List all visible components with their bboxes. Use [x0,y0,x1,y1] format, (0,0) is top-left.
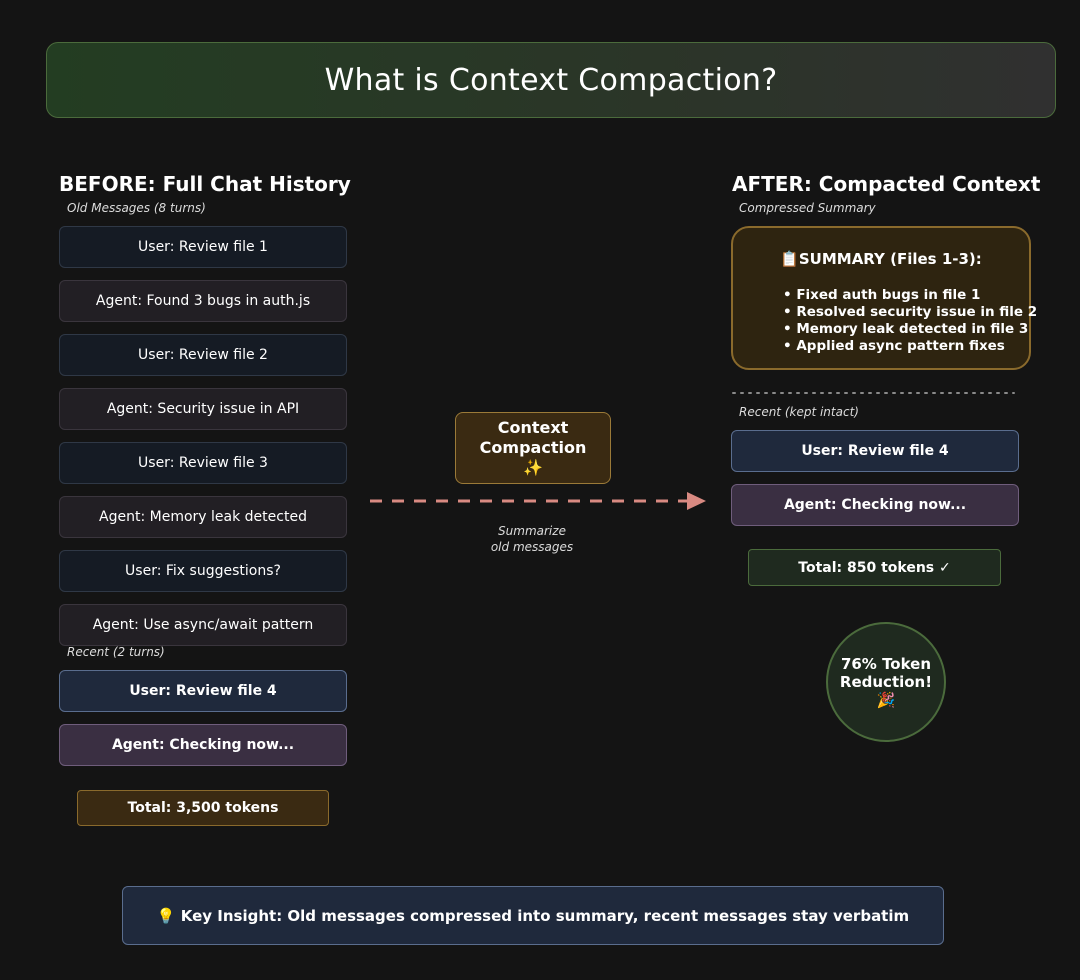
divider [732,392,1015,394]
old-message: User: Review file 3 [59,442,347,484]
summary-list: • Fixed auth bugs in file 1 • Resolved s… [783,287,1037,355]
before-heading: BEFORE: Full Chat History [59,172,351,196]
diagram-title: What is Context Compaction? [46,42,1056,118]
summary-item: • Resolved security issue in file 2 [783,304,1038,320]
compaction-arrow [370,492,706,510]
old-message: Agent: Found 3 bugs in auth.js [59,280,347,322]
summary-caption: Compressed Summary [739,201,876,215]
recent-messages-caption: Recent (2 turns) [67,645,165,659]
summary-box: 📋SUMMARY (Files 1-3): • Fixed auth bugs … [731,226,1037,370]
recent-message: User: Review file 4 [731,430,1019,472]
arrow-caption-line2: old messages [490,540,574,554]
arrow-head-icon [687,492,706,510]
old-message: User: Review file 1 [59,226,347,268]
summary-item: • Fixed auth bugs in file 1 [783,287,981,303]
old-message: User: Review file 2 [59,334,347,376]
recent-kept-caption: Recent (kept intact) [739,405,859,419]
arrow-caption-line1: Summarize [498,524,566,538]
compaction-label-line2: Compaction [479,438,587,457]
old-message: Agent: Use async/await pattern [59,604,347,646]
old-message: Agent: Memory leak detected [59,496,347,538]
summary-title: 📋SUMMARY (Files 1-3): [780,250,982,268]
old-messages-caption: Old Messages (8 turns) [67,201,206,215]
compaction-box: Context Compaction ✨ [455,412,611,484]
summary-item: • Applied async pattern fixes [783,338,1005,354]
recent-message: Agent: Checking now... [59,724,347,766]
before-total-tokens: Total: 3,500 tokens [77,790,329,826]
old-message: Agent: Security issue in API [59,388,347,430]
compaction-label-line1: Context [497,418,569,437]
reduction-line2: Reduction! 🎉 [839,673,933,709]
summary-item: • Memory leak detected in file 3 [783,321,1029,337]
sparkles-icon: ✨ [523,458,543,477]
after-total-tokens: Total: 850 tokens ✓ [748,549,1001,586]
key-insight-banner: 💡 Key Insight: Old messages compressed i… [122,886,944,945]
reduction-badge: 76% Token Reduction! 🎉 [826,622,946,742]
reduction-line1: 76% Token [840,655,932,673]
arrow-caption: Summarize old messages [462,523,602,555]
old-message: User: Fix suggestions? [59,550,347,592]
recent-message: User: Review file 4 [59,670,347,712]
recent-message: Agent: Checking now... [731,484,1019,526]
after-heading: AFTER: Compacted Context [732,172,1041,196]
